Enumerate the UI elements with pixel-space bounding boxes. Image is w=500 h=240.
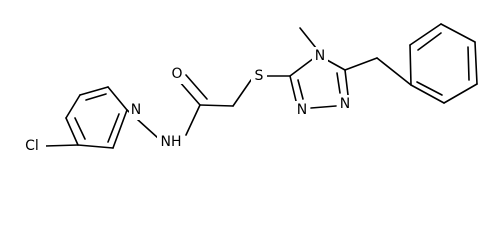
bond-pyr-5 bbox=[112, 109, 128, 149]
atom-n4-methyl: N bbox=[315, 48, 325, 64]
bond-ph-6 bbox=[410, 84, 445, 104]
bond-tz-4 bbox=[310, 105, 337, 109]
bond-tz-ch2 bbox=[344, 57, 378, 71]
structure-canvas: Cl N NH O S N N N bbox=[20, 23, 478, 156]
atom-nh: NH bbox=[161, 134, 182, 150]
bond-ch2-ph bbox=[376, 57, 412, 86]
atom-cl: Cl bbox=[25, 138, 39, 154]
bond-pyr-inner-3 bbox=[107, 113, 120, 143]
bond-tz-2 bbox=[326, 59, 346, 71]
atom-n-pyridine: N bbox=[131, 102, 141, 118]
bond-pyr-1 bbox=[65, 117, 79, 146]
bond-ch2-s bbox=[232, 79, 252, 107]
bond-n-methyl bbox=[299, 27, 317, 49]
bond-ph-5 bbox=[443, 83, 478, 104]
bond-tz-inner-1 bbox=[336, 72, 341, 94]
bond-tz-1 bbox=[289, 57, 315, 77]
bond-pyr-inner-1 bbox=[74, 117, 86, 140]
bond-ph-3 bbox=[440, 23, 476, 43]
bond-tz-3 bbox=[344, 69, 349, 96]
bond-pyr-3 bbox=[79, 86, 109, 96]
bond-pyr-2 bbox=[65, 94, 81, 119]
bond-pyr-6 bbox=[77, 144, 114, 149]
bonds bbox=[44, 23, 478, 149]
bond-carbonyl-o-2 bbox=[185, 74, 208, 100]
bond-carbonyl-ch2 bbox=[199, 104, 234, 107]
atom-o: O bbox=[171, 66, 182, 82]
bond-ph-4 bbox=[474, 41, 478, 85]
atom-n-triazole-a: N bbox=[340, 96, 350, 112]
bond-carbonyl-o-1 bbox=[178, 80, 201, 106]
bond-ph-inner-1 bbox=[417, 32, 442, 51]
bond-c-cl bbox=[44, 144, 79, 147]
bond-pyr-inner-2 bbox=[85, 93, 107, 101]
bond-tz-inner-2 bbox=[297, 79, 304, 100]
bond-ph-1 bbox=[409, 44, 412, 86]
bond-ph-2 bbox=[409, 23, 442, 46]
bond-tz-5 bbox=[289, 75, 297, 102]
atom-labels: Cl N NH O S N N N bbox=[20, 47, 353, 156]
bond-nh-carbonyl bbox=[185, 104, 201, 136]
atom-n-triazole-b: N bbox=[297, 102, 307, 118]
bond-pyr-4 bbox=[107, 86, 128, 111]
bond-ph-inner-2 bbox=[467, 46, 470, 81]
bond-ph-inner-3 bbox=[416, 81, 443, 96]
structure-diagram: Cl N NH O S N N N bbox=[20, 23, 478, 156]
atom-s: S bbox=[255, 68, 264, 84]
